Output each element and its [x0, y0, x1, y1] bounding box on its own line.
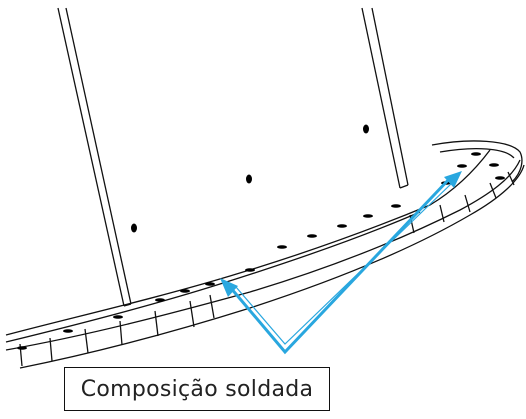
- arrow-head-right-icon: [444, 171, 462, 188]
- hole-pattern: [17, 124, 505, 350]
- vertical-plate: [57, 7, 409, 307]
- caption-box: Composição soldada: [64, 367, 330, 411]
- weld-callout-arrows: [228, 174, 454, 355]
- arrow-head-left-icon: [220, 278, 238, 297]
- base-flange: [5, 140, 525, 369]
- caption-text: Composição soldada: [80, 376, 314, 402]
